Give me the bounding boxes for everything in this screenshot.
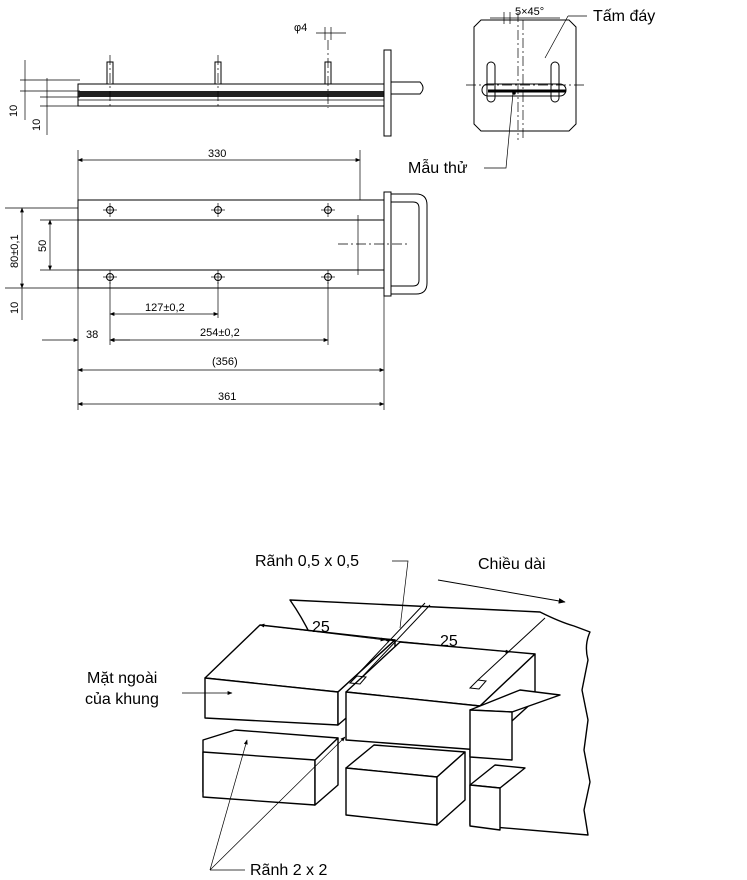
label-length: Chiều dài: [478, 556, 546, 573]
hole-top-2: [211, 203, 225, 217]
label-plate: Tấm đáy: [593, 8, 655, 25]
dim-diameter: φ4: [294, 22, 307, 34]
dim-25-right: 25: [440, 633, 458, 650]
dim-254: 254±0,2: [200, 327, 240, 339]
label-groove-large: Rãnh 2 x 2: [250, 862, 327, 879]
label-outer-face-1: Mặt ngoài: [87, 670, 157, 687]
dim-25-left: 25: [312, 619, 330, 636]
dim-80: 80±0,1: [9, 234, 21, 268]
dim-50: 50: [37, 240, 49, 252]
label-specimen: Mẫu thử: [408, 158, 468, 177]
dim-10-plan: 10: [9, 302, 21, 314]
dim-356: (356): [212, 356, 238, 368]
plan-view: 330 80±0,1 50 10 127±0,2 38 254±0,2 (356…: [5, 148, 428, 410]
frame-detail: 25 25 Rãnh 0,5 x 0,5 Chiều dài Mặt ngoài…: [85, 553, 591, 879]
label-groove-small: Rãnh 0,5 x 0,5: [255, 553, 359, 570]
dim-10-upper: 10: [8, 105, 20, 117]
dim-38: 38: [86, 329, 98, 341]
dim-chamfer: 5×45°: [515, 6, 544, 18]
side-view: φ4 10 10: [8, 22, 424, 137]
hole-top-3: [321, 203, 335, 217]
hole-bottom-2: [211, 270, 225, 284]
end-view: 5×45° Tấm đáy Mẫu thử: [408, 6, 655, 177]
hole-top-1: [103, 203, 117, 217]
hole-bottom-3: [321, 270, 335, 284]
dim-127: 127±0,2: [145, 302, 185, 314]
dim-10-lower: 10: [31, 119, 43, 131]
label-outer-face-2: của khung: [85, 691, 159, 708]
dim-330: 330: [208, 148, 226, 160]
dim-361: 361: [218, 391, 236, 403]
hole-bottom-1: [103, 270, 117, 284]
